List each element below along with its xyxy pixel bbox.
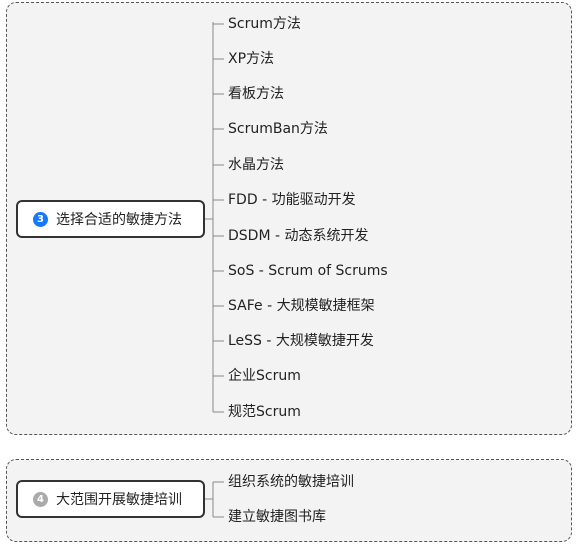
subtopic-agile-library[interactable]: 建立敏捷图书库: [228, 509, 326, 525]
number-badge-icon: 3: [33, 211, 48, 227]
subtopic-xp[interactable]: XP方法: [228, 51, 275, 67]
subtopic-sos[interactable]: SoS - Scrum of Scrums: [228, 263, 388, 279]
subtopic-enterprise-scrum[interactable]: 企业Scrum: [228, 368, 301, 384]
subtopic-crystal[interactable]: 水晶方法: [228, 157, 284, 173]
topic-title: 选择合适的敏捷方法: [56, 212, 182, 228]
subtopic-org-training[interactable]: 组织系统的敏捷培训: [228, 474, 354, 490]
number-badge-icon: 4: [33, 491, 48, 507]
topic-select-agile-method[interactable]: 3 选择合适的敏捷方法: [16, 200, 205, 238]
subtopic-fdd[interactable]: FDD - 功能驱动开发: [228, 192, 356, 208]
subtopic-dsdm[interactable]: DSDM - 动态系统开发: [228, 228, 369, 244]
subtopic-safe[interactable]: SAFe - 大规模敏捷框架: [228, 298, 375, 314]
topic-title: 大范围开展敏捷培训: [56, 492, 182, 508]
subtopic-scrum[interactable]: Scrum方法: [228, 16, 301, 32]
subtopic-disciplined-scrum[interactable]: 规范Scrum: [228, 404, 301, 420]
subtopic-kanban[interactable]: 看板方法: [228, 86, 284, 102]
subtopic-scrumban[interactable]: ScrumBan方法: [228, 121, 328, 137]
topic-agile-training[interactable]: 4 大范围开展敏捷培训: [16, 480, 205, 518]
subtopic-less[interactable]: LeSS - 大规模敏捷开发: [228, 333, 374, 349]
